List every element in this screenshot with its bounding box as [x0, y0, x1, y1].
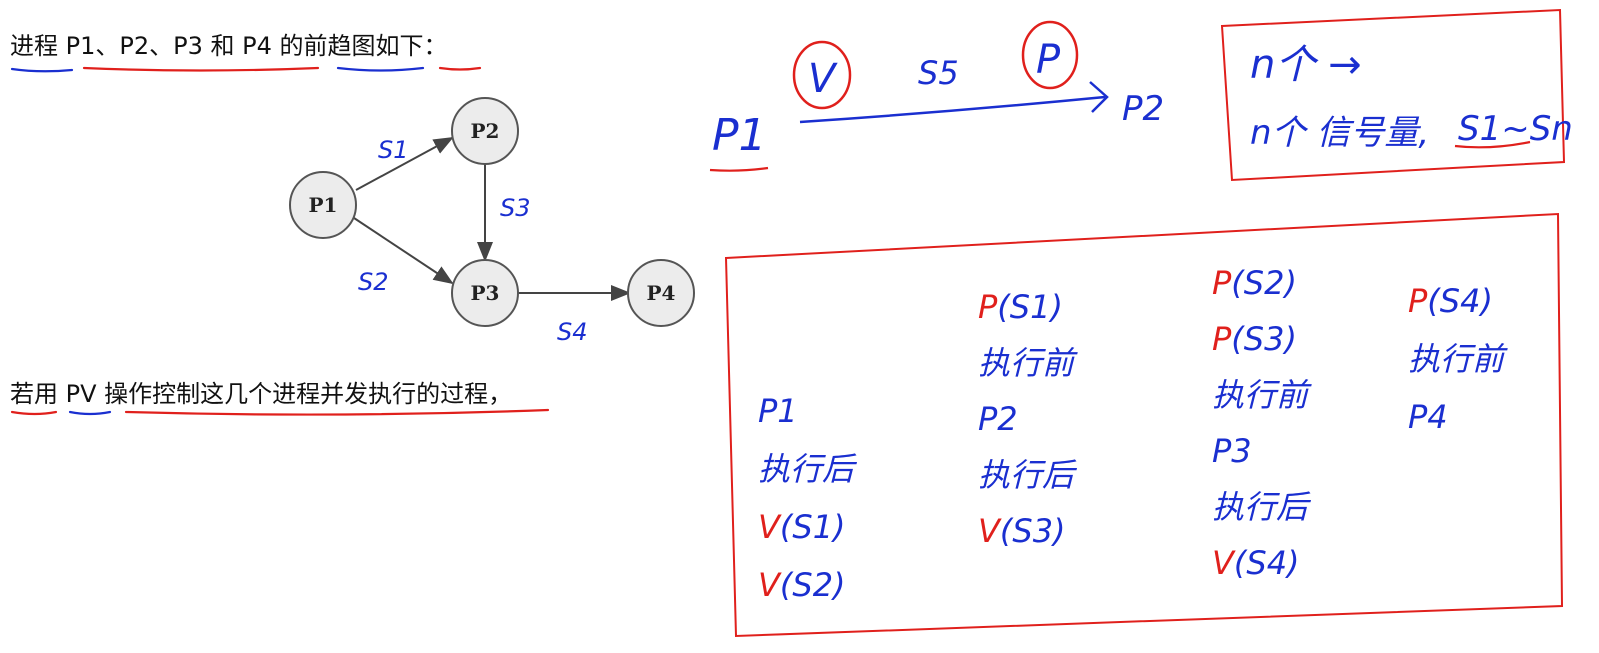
note-box: n个 → n个 信号量, S1~Sn: [1220, 8, 1573, 182]
arrow-left-op: V: [808, 56, 838, 102]
node-p3: [451, 259, 519, 327]
arrow-right-op: P: [1036, 37, 1061, 83]
col-p2-line-1: 执行前: [978, 344, 1078, 382]
edge-label-s2: S2: [358, 268, 389, 296]
col-p2-line-3: 执行后: [978, 456, 1078, 494]
p-circle: [1021, 20, 1079, 90]
arrow-from: P1: [712, 110, 767, 161]
edge-label-s4: S4: [557, 318, 588, 346]
node-p1-label: P1: [309, 193, 338, 217]
arrow-semaphore: S5: [918, 54, 959, 92]
text-underlines: [10, 66, 550, 416]
arrow-to: P2: [1122, 89, 1164, 129]
col-p1-line-2: V(S1): [758, 508, 846, 546]
node-p4: [627, 259, 695, 327]
node-p2-label: P2: [471, 119, 500, 143]
node-p1: [289, 171, 357, 239]
arrow-example: P1 P2 V S5 P: [709, 20, 1164, 172]
col-p4-line-0: P(S4): [1408, 282, 1493, 320]
col-p3-line-4: 执行后: [1212, 488, 1312, 526]
question-line: 若用 PV 操作控制这几个进程并发执行的过程，: [10, 380, 513, 408]
arrow-line: [799, 95, 1106, 124]
note-line2b: S1~Sn: [1458, 109, 1573, 149]
edge-label-s1: S1: [378, 136, 409, 164]
col-p4-line-1: 执行前: [1408, 340, 1508, 378]
schedule-box: P1 执行后 V(S1) V(S2) P(S1) 执行前 P2 执行后 V(S3) P(S2) P(…: [724, 212, 1564, 638]
col-p3-line-3: P3: [1212, 432, 1252, 470]
col-p1-line-0: P1: [758, 392, 798, 430]
col-p3-line-1: P(S3): [1212, 320, 1297, 358]
note-line2a: n个 信号量,: [1250, 113, 1429, 153]
col-p4-line-2: P4: [1408, 398, 1448, 436]
col-p2-line-0: P(S1): [978, 288, 1063, 326]
note-line1: n个 →: [1250, 42, 1362, 88]
edge-p1-p3: [353, 217, 454, 285]
edge-p1-p2: [355, 137, 454, 191]
node-p2: [451, 97, 519, 165]
node-p4-label: P4: [647, 281, 676, 305]
precedence-graph: P1 P2 P3 P4 S1 S2 S3 S4: [289, 97, 695, 346]
col-p2-line-2: P2: [978, 400, 1018, 438]
col-p2-line-4: V(S3): [978, 512, 1066, 550]
header-line: 进程 P1、P2、P3 和 P4 的前趋图如下：: [10, 32, 448, 60]
col-p3-line-2: 执行前: [1212, 376, 1312, 414]
col-p3-line-5: V(S4): [1212, 544, 1300, 582]
col-p1-line-3: V(S2): [758, 566, 846, 604]
v-circle: [792, 40, 852, 110]
col-p1-line-1: 执行后: [758, 450, 858, 488]
node-p3-label: P3: [471, 281, 500, 305]
edge-label-s3: S3: [500, 194, 531, 222]
col-p3-line-0: P(S2): [1212, 264, 1297, 302]
